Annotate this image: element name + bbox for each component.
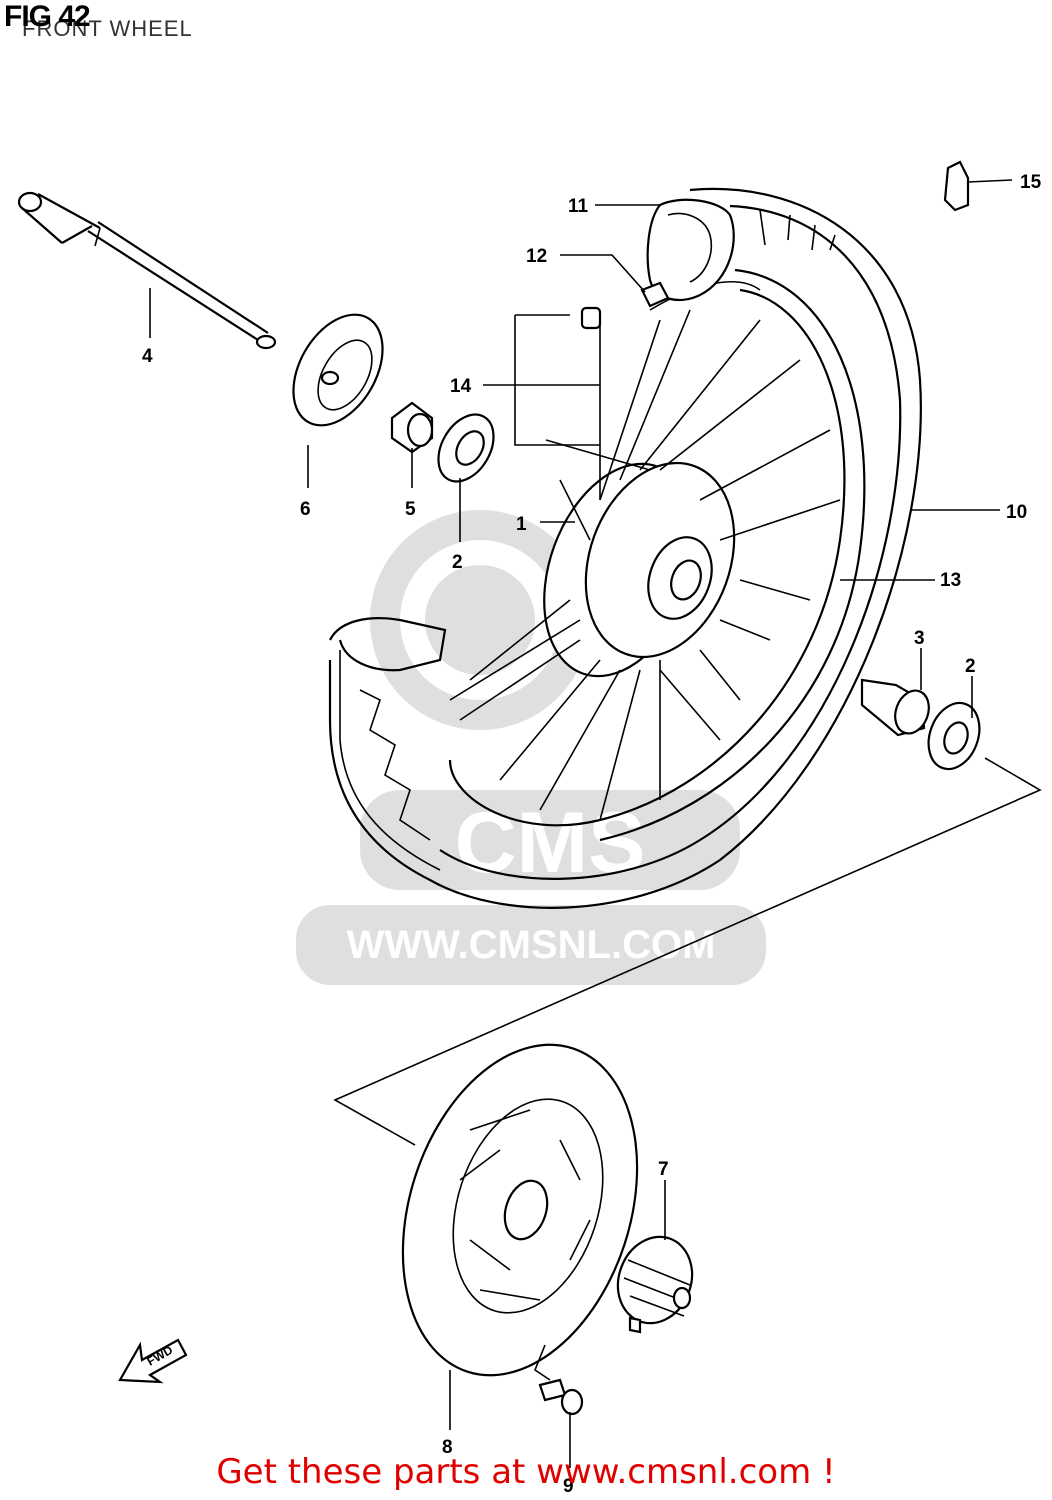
watermark-url-text: WWW.CMSNL.COM [347,923,716,967]
callout-8: 8 [442,1437,453,1458]
callout-13: 13 [940,570,961,591]
part-spacer-right [860,678,930,737]
assembly-guide-lines [333,314,1042,1146]
part-disc-bolt [534,1344,584,1416]
figure-subtitle: FRONT WHEEL [22,16,193,41]
callout-leaders [149,179,1013,1468]
fwd-arrow-icon: FWD [118,1338,188,1384]
callout-14: 14 [450,376,472,397]
part-speedometer-gearbox [616,1235,694,1334]
callout-1: 1 [516,514,527,535]
part-bearing-right [927,701,981,771]
part-tube [646,198,735,302]
callout-3: 3 [914,628,925,649]
callout-2-right: 2 [965,656,976,677]
part-bearing-left [437,413,495,483]
callout-5: 5 [405,499,416,520]
part-hub [543,461,736,678]
part-balance-weight [943,160,970,212]
part-front-axle [17,191,277,350]
figure-title: FIG 42 [4,0,91,33]
part-spoke-nipple [580,306,602,330]
callout-4: 4 [142,346,153,367]
part-brake-panel [292,313,384,427]
callout-labels: 1 2 2 3 4 5 6 7 8 9 10 11 12 13 14 15 [142,172,1042,1497]
callout-15: 15 [1020,172,1042,193]
callout-2-left: 2 [452,552,463,573]
callout-7: 7 [658,1159,669,1180]
watermark-logo-text: CMS [454,795,645,891]
part-valve [640,281,670,308]
get-parts-link[interactable]: Get these parts at www.cmsnl.com ! [216,1452,836,1492]
callout-10: 10 [1006,502,1027,523]
callout-11: 11 [568,196,589,217]
callout-9: 9 [563,1476,574,1497]
part-spokes [449,309,841,821]
cms-watermark: CMS WWW.CMSNL.COM [296,510,766,985]
part-brake-disc [401,1043,639,1377]
callout-6: 6 [300,499,311,520]
part-spacer [390,401,434,454]
part-tyre [328,187,922,909]
callout-12: 12 [526,246,547,267]
